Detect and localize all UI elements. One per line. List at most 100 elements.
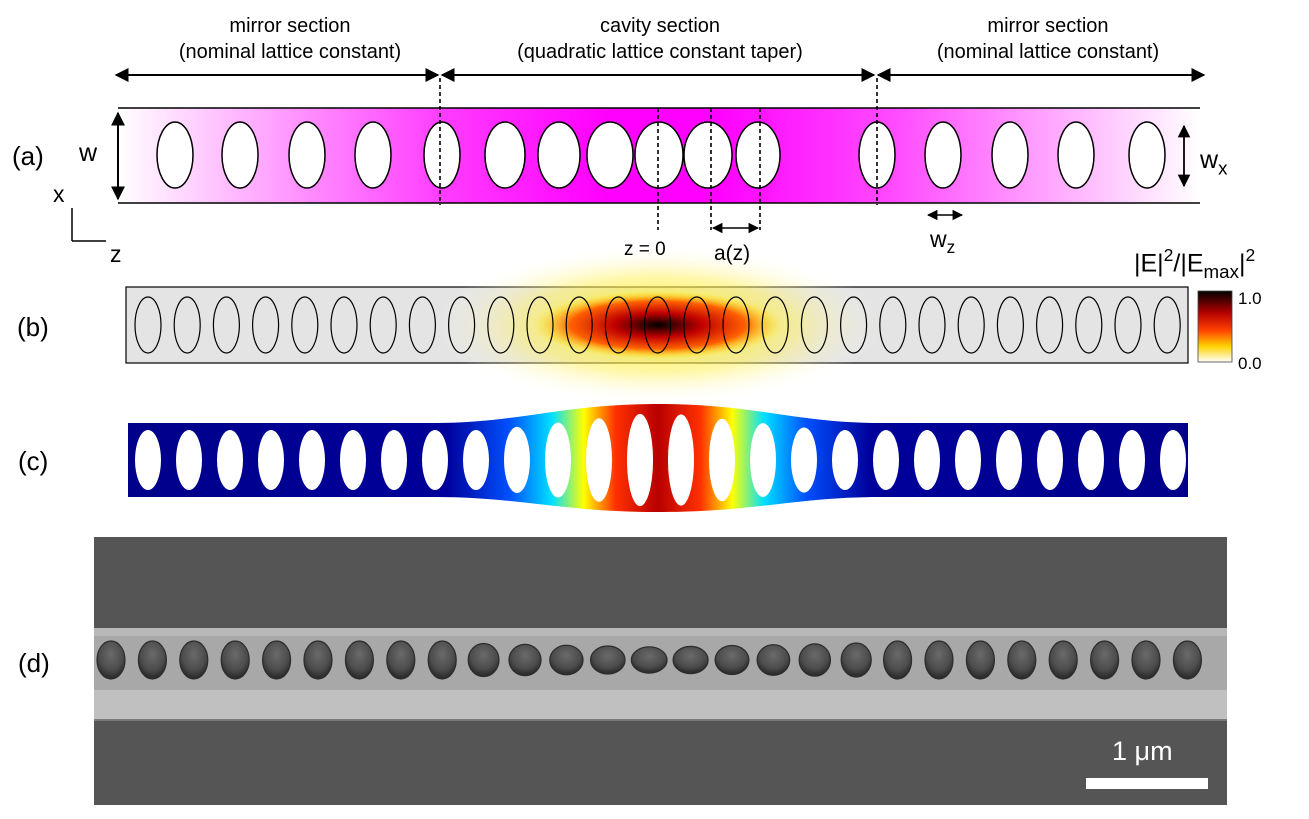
holes-d [96, 640, 1203, 680]
hole-c [1160, 430, 1186, 490]
hole-d [965, 640, 996, 680]
hole-a [156, 121, 194, 189]
hole-b [1035, 296, 1064, 354]
hole-d [508, 643, 542, 677]
left-section-title: mirror section [229, 15, 351, 37]
hole-c [586, 418, 612, 502]
panel-label-b: (b) [17, 312, 49, 342]
hole-b [448, 296, 476, 354]
hole-c [422, 430, 448, 490]
hole-d [756, 644, 791, 676]
field-hotspot [533, 291, 783, 359]
hole-b [683, 296, 711, 354]
hole-c [340, 430, 366, 490]
hole-b [604, 296, 633, 354]
hole-d [714, 644, 750, 676]
hole-b [839, 296, 868, 354]
holes-a [156, 121, 1166, 189]
hole-c [627, 413, 653, 507]
hole-d [1048, 640, 1078, 680]
hole-a [735, 121, 781, 189]
hole-d [630, 646, 668, 674]
hole-c [545, 422, 571, 498]
hole-d [1007, 640, 1037, 680]
hole-b [565, 296, 593, 354]
hole-c [463, 430, 489, 490]
cavity-section-label: cavity section (quadratic lattice consta… [480, 13, 840, 65]
hole-a [991, 121, 1029, 189]
hole-d [386, 640, 416, 680]
hole-d [589, 645, 626, 675]
hole-a [484, 121, 526, 189]
z0-label: z = 0 [624, 239, 666, 260]
scalebar-label: 1 μm [1112, 736, 1173, 766]
label-w: w [79, 139, 98, 167]
hole-c [1078, 430, 1104, 490]
panel-label-d: (d) [18, 648, 50, 678]
hole-d [137, 640, 167, 680]
hole-c [750, 423, 776, 497]
hole-d [549, 644, 584, 676]
hole-c [299, 430, 325, 490]
hole-a [683, 121, 733, 189]
hole-c [176, 430, 202, 490]
hole-c [668, 414, 694, 506]
holes-c [135, 413, 1186, 507]
hole-d [1172, 640, 1203, 680]
hole-d [1089, 640, 1120, 680]
hole-d [672, 645, 709, 675]
right-section-title: mirror section [987, 15, 1109, 37]
label-wx: wx [1200, 146, 1228, 179]
hole-a [586, 121, 634, 189]
hole-c [832, 430, 858, 490]
hole-c [955, 430, 981, 490]
hole-d [96, 640, 126, 680]
hole-a [423, 121, 461, 189]
hole-d [467, 642, 500, 678]
hole-c [791, 427, 817, 493]
hole-b [252, 296, 280, 354]
hole-d [344, 640, 374, 680]
scalebar [1086, 778, 1208, 789]
cavity-section-title: cavity section [599, 15, 721, 37]
sem-beam-top [94, 628, 1227, 636]
cavity-section-subtitle: (quadratic lattice constant taper) [517, 41, 803, 63]
hole-b [918, 296, 946, 354]
left-section-subtitle: (nominal lattice constant) [178, 41, 402, 63]
hole-b [722, 296, 750, 354]
colorbar-title: |E|2/|Emax|2 [1134, 245, 1256, 283]
hole-a [924, 121, 962, 189]
hole-c [914, 430, 940, 490]
hole-b [408, 296, 436, 354]
holes-b [134, 296, 1181, 354]
panel-label-a: (a) [12, 141, 44, 171]
hole-d [179, 640, 209, 680]
right-section-label: mirror section (nominal lattice constant… [913, 13, 1183, 65]
left-section-label: mirror section (nominal lattice constant… [155, 13, 425, 65]
hole-a [354, 121, 392, 189]
hole-c [709, 418, 735, 502]
hole-d [220, 640, 250, 680]
hole-a [1057, 121, 1095, 189]
hole-b [173, 296, 201, 354]
hole-c [217, 430, 243, 490]
hole-b [330, 296, 358, 354]
hole-d [882, 640, 913, 680]
hole-b [643, 296, 672, 354]
hole-b [879, 296, 907, 354]
colorbar-min-label: 0.0 [1238, 354, 1262, 373]
hole-a [221, 121, 259, 189]
colorbar [1197, 290, 1233, 363]
az-label: a(z) [714, 242, 751, 265]
label-wz: wz [930, 226, 956, 258]
hole-c [258, 430, 284, 490]
hole-c [381, 430, 407, 490]
hole-b [487, 296, 515, 354]
hole-b [1075, 296, 1103, 354]
hole-b [369, 296, 397, 354]
hole-c [873, 430, 899, 490]
hole-b [212, 296, 240, 354]
hole-a [537, 121, 581, 189]
